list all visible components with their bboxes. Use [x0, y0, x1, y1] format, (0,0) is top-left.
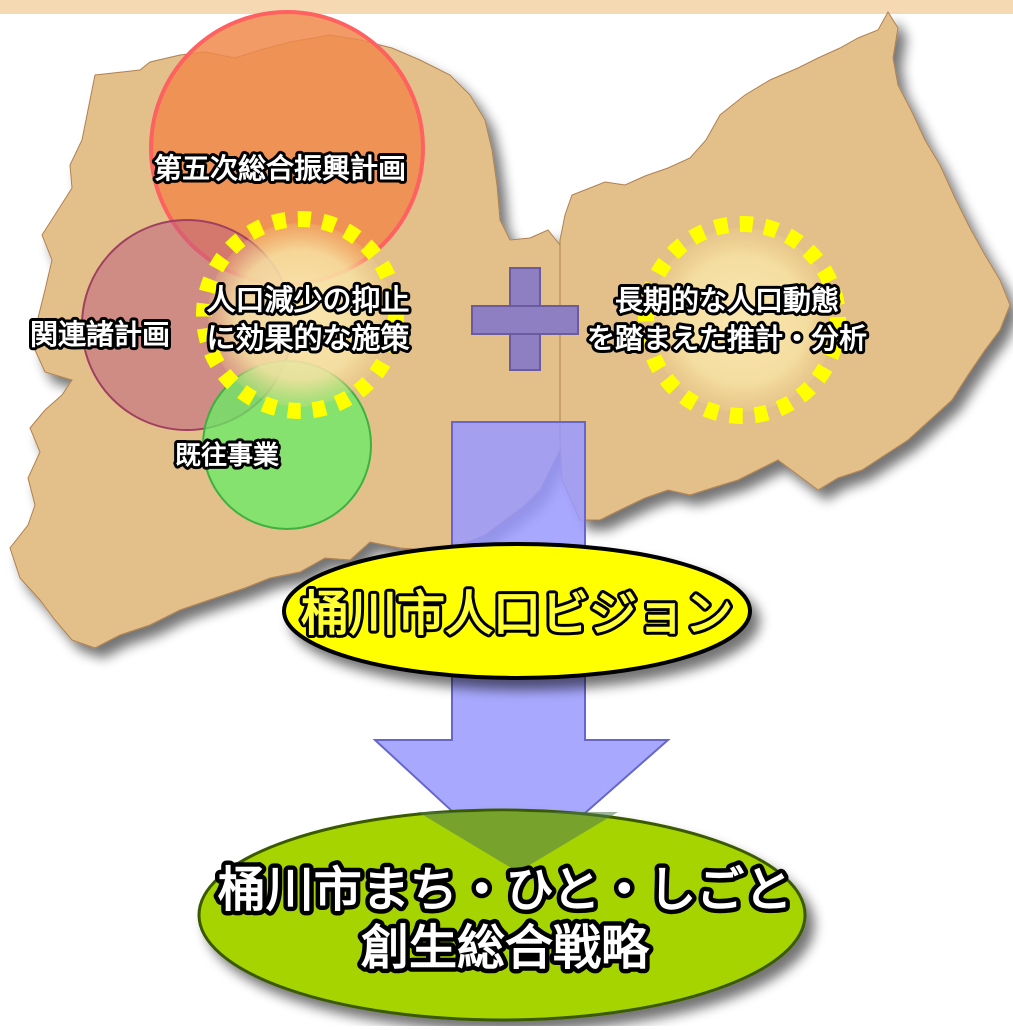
analysis-label-line1: 長期的な人口動態 [615, 284, 839, 317]
strategy-label-line2: 創生総合戦略 [361, 920, 650, 976]
top-band [0, 0, 1013, 14]
related-plans-label: 関連諸計画 [30, 318, 170, 351]
analysis-glow [638, 216, 846, 424]
fifth-plan-label: 第五次総合振興計画 [154, 152, 406, 185]
strategy-label-line1: 桶川市まち・ひと・しごと [218, 862, 793, 918]
strategy-ellipse [197, 808, 807, 1022]
existing-projects-label: 既往事業 [175, 440, 279, 471]
vision-label: 桶川市人口ビジョン [301, 586, 733, 642]
measures-label-line2: に効果的な施策 [206, 321, 410, 355]
arrow-tip-overlay [418, 812, 618, 872]
plus-sign [471, 267, 579, 371]
measures-label-line1: 人口減少の抑止 [206, 283, 409, 317]
analysis-label-line2: を踏まえた推計・分析 [587, 322, 867, 355]
measures-glow [196, 211, 404, 419]
vision-ellipse [282, 542, 752, 680]
